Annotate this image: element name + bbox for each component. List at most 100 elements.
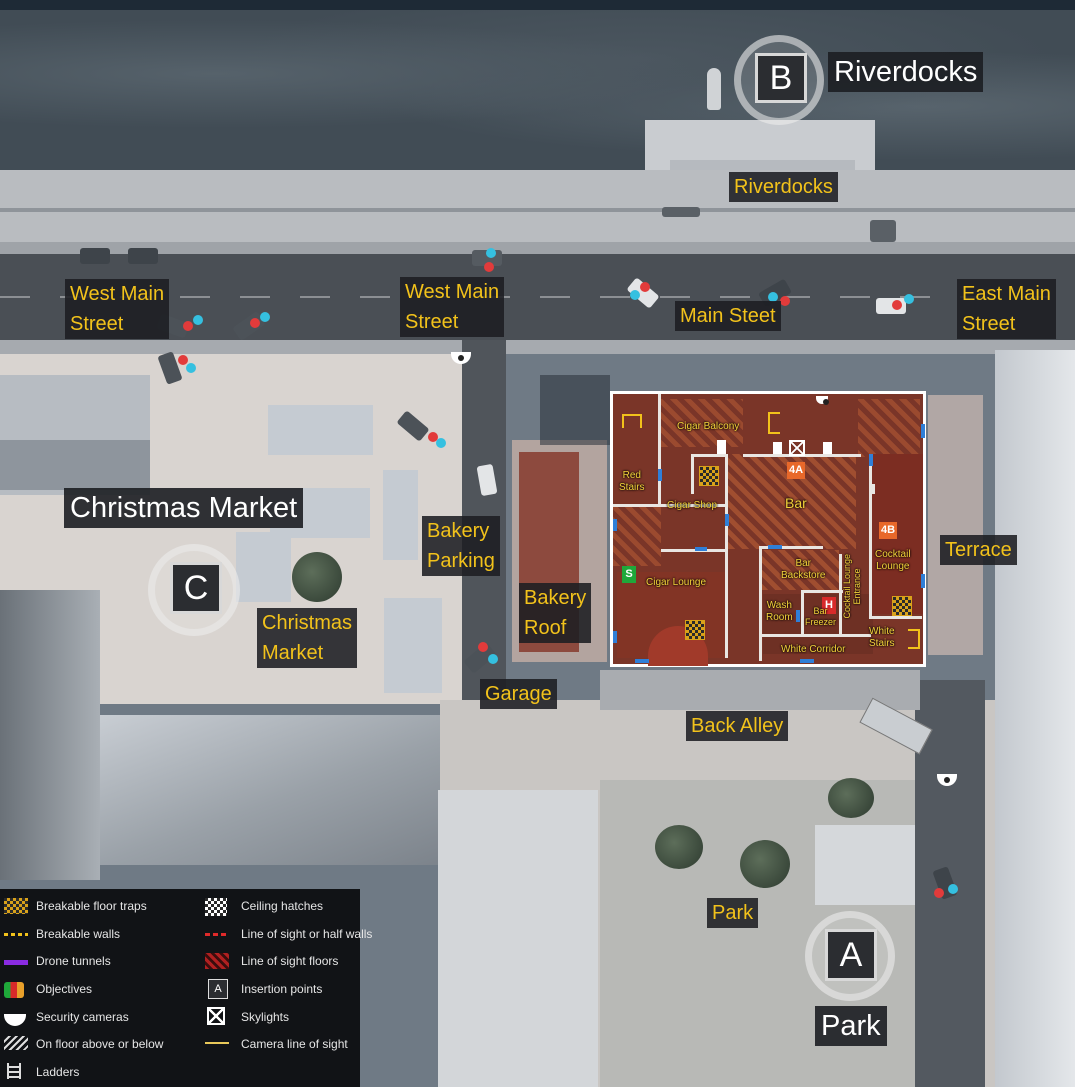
site-4b-tag: 4B: [879, 522, 897, 539]
market-stall: [384, 598, 442, 693]
insertion-point-b[interactable]: B: [755, 53, 807, 103]
room-cigar-lounge: Cigar Lounge: [646, 577, 707, 588]
bakery-shadow: [540, 375, 610, 445]
floor-above-below-icon: [4, 1036, 28, 1050]
legend-label: Camera line of sight: [241, 1037, 348, 1051]
door[interactable]: [796, 610, 800, 622]
room-red-stairs: Red Stairs: [619, 470, 645, 493]
back-alley-ground: [600, 670, 920, 710]
insertion-point-c[interactable]: C: [170, 562, 222, 614]
east-building: [995, 350, 1075, 1087]
room-bar-backstore: Bar Backstore: [781, 558, 826, 581]
door[interactable]: [635, 659, 649, 663]
door[interactable]: [658, 469, 662, 481]
ceiling-hatch-icon: [205, 898, 227, 916]
parked-car: [870, 220, 896, 242]
security-camera-icon: [4, 1014, 26, 1026]
zone-label-christmas-market: Christmas Market: [64, 488, 304, 528]
stairs-icon: [622, 414, 642, 428]
line-of-sight-wall-icon: [205, 933, 229, 936]
tree: [292, 552, 342, 602]
stairs-icon: [768, 412, 780, 434]
area-label-main-street: Main Steet: [675, 301, 781, 331]
legend-label: Ladders: [36, 1065, 80, 1079]
legend-label: Security cameras: [36, 1010, 129, 1024]
legend-label: Drone tunnels: [36, 954, 111, 968]
tree: [828, 778, 874, 818]
site-4a-tag: 4A: [787, 462, 805, 479]
west-tower: [0, 590, 100, 880]
door[interactable]: [695, 547, 707, 551]
door[interactable]: [613, 519, 617, 531]
drone-tunnel-icon: [4, 960, 28, 965]
legend-label: Line of sight or half walls: [241, 927, 373, 941]
insertion-point-a[interactable]: A: [825, 929, 877, 981]
skylight-icon: [789, 440, 805, 456]
security-camera-icon[interactable]: [816, 396, 829, 405]
area-label-riverdocks: Riverdocks: [729, 172, 838, 202]
room-bar-freezer: Bar Freezer: [805, 606, 837, 627]
area-label-christmas-market: Christmas Market: [257, 608, 358, 668]
road-line: [0, 296, 1075, 298]
west-building-roof: [0, 440, 150, 490]
south-building: [438, 790, 598, 1087]
southwest-building: [92, 715, 442, 865]
room-bar: Bar: [785, 495, 807, 511]
zone-label-park: Park: [815, 1006, 887, 1046]
area-label-east-main-street: East Main Street: [957, 279, 1056, 339]
market-stall: [268, 405, 373, 455]
door[interactable]: [768, 545, 782, 549]
hostage-h-tag: H: [822, 597, 836, 614]
floor-trap-icon: [4, 898, 28, 914]
legend-label: Breakable walls: [36, 927, 121, 941]
door[interactable]: [613, 631, 617, 643]
area-label-park: Park: [707, 898, 759, 928]
room-white-corridor: White Corridor: [781, 644, 846, 655]
floor-trap-icon: [892, 596, 912, 616]
legend-label: Ceiling hatches: [241, 899, 324, 913]
parked-car: [128, 248, 158, 264]
room-white-stairs: White Stairs: [869, 626, 895, 649]
breakable-wall-icon: [4, 933, 28, 936]
door[interactable]: [869, 454, 873, 466]
room-cocktail-lounge-entrance: Cocktail Lounge Entrance: [842, 554, 862, 619]
door[interactable]: [921, 424, 925, 438]
insertion-point-a-ring: [805, 911, 895, 1001]
area-label-back-alley: Back Alley: [686, 711, 789, 741]
tree: [740, 840, 790, 888]
skylight-icon: [207, 1007, 225, 1025]
security-camera-icon[interactable]: [451, 352, 471, 364]
spawn-s-tag: S: [622, 566, 636, 583]
floor-trap-icon: [699, 466, 719, 486]
parked-car: [472, 250, 502, 266]
map-legend: A Breakable floor traps Breakable walls …: [0, 889, 372, 1087]
area-label-bakery-roof: Bakery Roof: [519, 583, 592, 643]
north-sidewalk: [0, 242, 1075, 254]
line-of-sight-floor-icon: [205, 953, 229, 969]
room-wash-room: Wash Room: [766, 600, 793, 623]
legend-label: Line of sight floors: [241, 954, 339, 968]
door[interactable]: [725, 514, 729, 526]
legend-label: Objectives: [36, 982, 93, 996]
floor-trap-icon: [685, 620, 705, 640]
top-strip: [0, 0, 1075, 10]
stairs-icon: [908, 629, 920, 649]
objective-icon: [4, 982, 24, 998]
room-cigar-balcony: Cigar Balcony: [677, 421, 740, 432]
door[interactable]: [800, 659, 814, 663]
parked-car: [80, 248, 110, 264]
south-sidewalk: [0, 340, 1075, 354]
boardwalk-rail: [0, 208, 1075, 212]
ladder-icon: [7, 1063, 21, 1079]
zone-label-riverdocks: Riverdocks: [828, 52, 984, 92]
door[interactable]: [921, 574, 925, 588]
market-stall: [383, 470, 418, 560]
floor-plan: 4A 4B S H Cigar Balcony Red Stairs Cigar…: [610, 391, 926, 667]
legend-label: Insertion points: [241, 982, 323, 996]
area-label-terrace: Terrace: [940, 535, 1017, 565]
insertion-point-icon: A: [208, 979, 228, 999]
park-shed: [815, 825, 915, 905]
security-camera-icon[interactable]: [937, 774, 957, 786]
terrace-area: [928, 395, 983, 655]
